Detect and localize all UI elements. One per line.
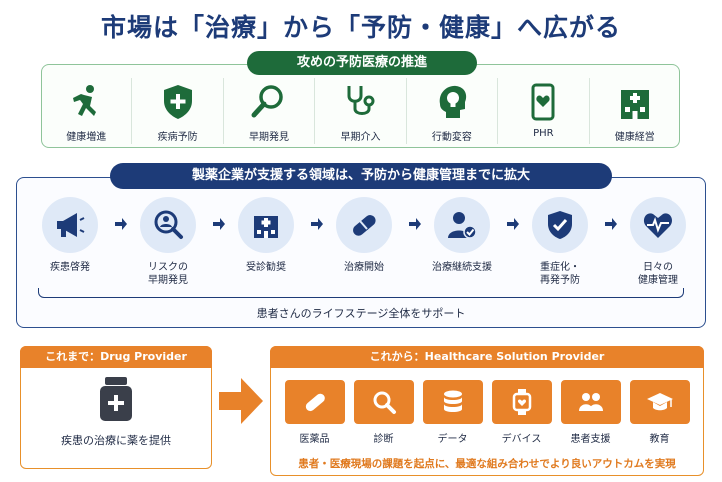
support-text: 患者さんのライフステージ全体をサポート xyxy=(256,307,466,320)
arrow-right-icon xyxy=(311,218,323,230)
magnifier-icon xyxy=(373,391,396,414)
pill-icon xyxy=(353,215,376,236)
heart-pulse-icon xyxy=(643,213,673,238)
hospital-icon xyxy=(254,216,278,238)
preventive-care-items: 健康増進 疾病予防 早期発見 早期介入 行動変容 xyxy=(41,78,680,144)
arrow-right-icon xyxy=(507,218,519,230)
patient-journey-steps: 疾患啓発 リスクの 早期発見 受診勧奨 治療開始 xyxy=(30,197,692,293)
medicine-bottle-icon xyxy=(100,377,132,421)
shield-check-icon xyxy=(548,211,572,239)
solution-pieces: 医薬品 診断 データ デバイス 患者支援 xyxy=(282,380,692,450)
running-person-icon xyxy=(73,85,97,116)
item-early-intervention: 早期介入 xyxy=(315,78,407,144)
capsule-icon xyxy=(305,393,325,412)
shield-plus-icon xyxy=(163,85,192,119)
person-check-icon xyxy=(448,212,477,239)
item-phr: PHR xyxy=(498,78,590,144)
magnifier-icon xyxy=(251,85,283,118)
solution-provider-heading: これから：Healthcare Solution Provider xyxy=(270,346,704,368)
stethoscope-icon xyxy=(347,86,375,115)
solution-note: 患者・医療現場の課題を起点に、最適な組み合わせでより良いアウトカムを実現 xyxy=(298,458,676,470)
page-title: 市場は「治療」から「予防・健康」へ広がる xyxy=(100,13,621,42)
arrow-right-icon xyxy=(213,218,225,230)
megaphone-icon xyxy=(57,213,85,237)
arrow-right-icon xyxy=(409,218,421,230)
people-icon xyxy=(578,393,603,411)
smartphone-heart-icon xyxy=(531,83,555,121)
piece-pharmaceuticals: 医薬品 xyxy=(282,380,347,450)
arrow-right-icon xyxy=(115,218,127,230)
item-health-promotion: 健康増進 xyxy=(41,78,133,144)
arrow-right-icon xyxy=(605,218,617,230)
preventive-care-panel xyxy=(41,64,680,148)
piece-patient-support: 患者支援 xyxy=(558,380,623,450)
drug-provider-label: 疾患の治療に薬を提供 xyxy=(61,434,171,447)
piece-device: デバイス xyxy=(489,380,554,450)
item-behavior-change: 行動変容 xyxy=(407,78,499,144)
item-disease-prevention: 疾病予防 xyxy=(132,78,224,144)
item-early-detection: 早期発見 xyxy=(224,78,316,144)
piece-data: データ xyxy=(420,380,485,450)
lifecycle-bracket xyxy=(38,288,684,298)
step-awareness: 疾患啓発 xyxy=(30,197,110,274)
graduation-cap-icon xyxy=(646,393,673,411)
step-treatment-start: 治療開始 xyxy=(324,197,404,274)
step-risk-detection: リスクの 早期発見 xyxy=(128,197,208,287)
preventive-care-heading: 攻めの予防医療の推進 xyxy=(247,51,477,75)
drug-provider-heading: これまで：Drug Provider xyxy=(20,346,212,368)
step-recurrence-prevention: 重症化・ 再発予防 xyxy=(520,197,600,287)
item-health-management: 健康経営 xyxy=(590,78,680,144)
piece-education: 教育 xyxy=(627,380,692,450)
transition-arrow-icon xyxy=(219,378,263,424)
database-icon xyxy=(443,390,462,412)
smartwatch-icon xyxy=(512,389,531,415)
support-area-heading: 製薬企業が支援する領域は、予防から健康管理までに拡大 xyxy=(110,163,612,189)
step-consultation: 受診勧奨 xyxy=(226,197,306,274)
step-treatment-continuation: 治療継続支援 xyxy=(422,197,502,274)
magnifier-person-icon xyxy=(154,210,183,239)
step-daily-health: 日々の 健康管理 xyxy=(618,197,698,287)
hospital-building-icon xyxy=(620,90,649,119)
head-lightbulb-icon xyxy=(439,85,467,118)
piece-diagnosis: 診断 xyxy=(351,380,416,450)
